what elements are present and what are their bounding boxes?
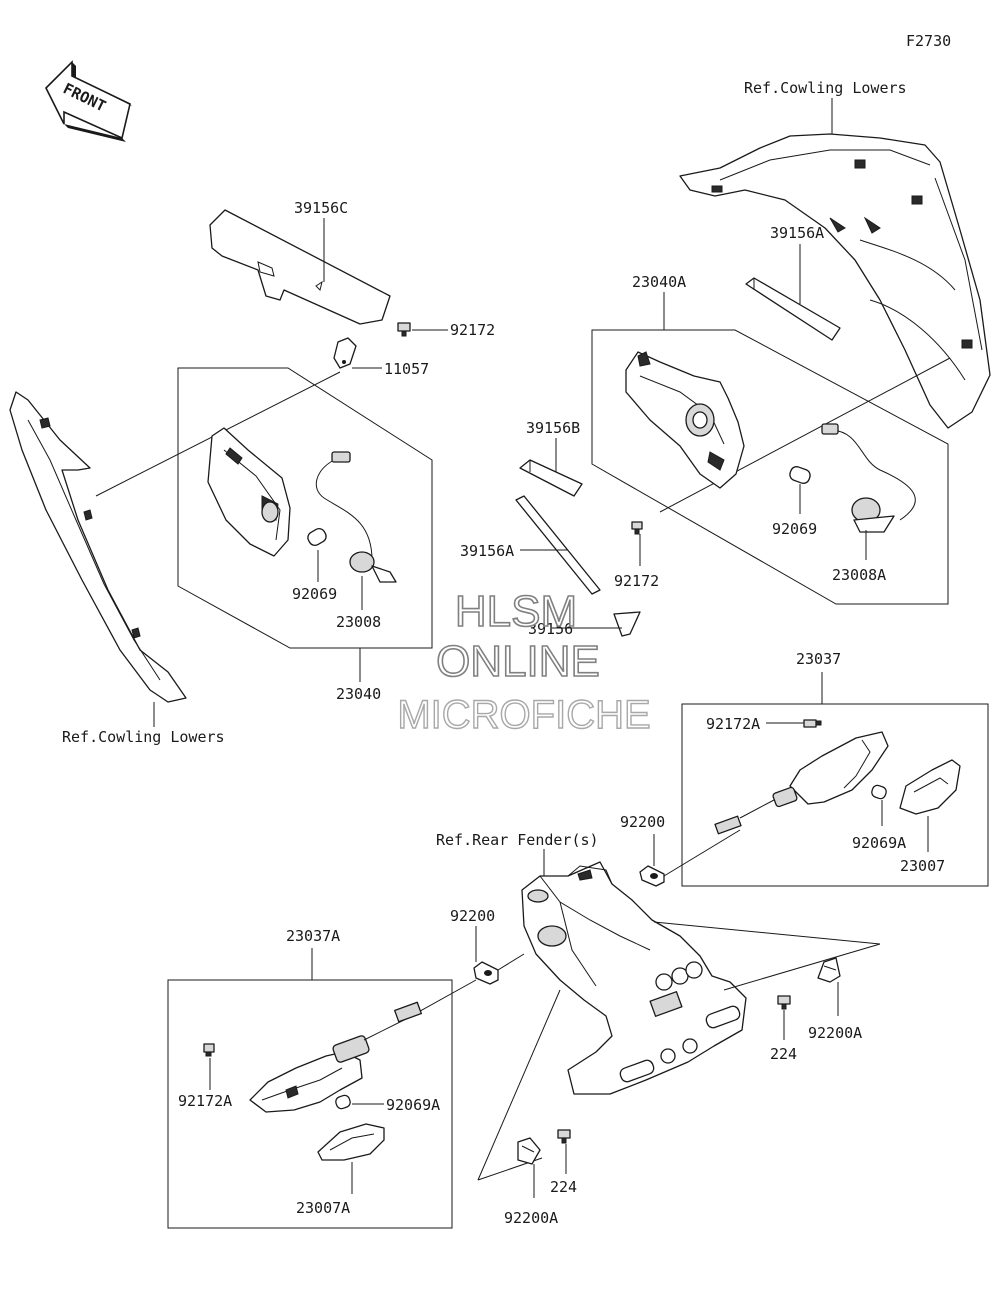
label-92200a-right: 92200A (808, 1024, 862, 1042)
screw-92172a-left (203, 1043, 215, 1057)
bulb-92069a-left (335, 1094, 351, 1110)
ref-cowling-lowers-left: Ref.Cowling Lowers (62, 728, 225, 746)
label-23007a: 23007A (296, 1199, 350, 1217)
rear-fender-bracket (521, 861, 747, 1095)
label-23037a: 23037A (286, 927, 340, 945)
label-23008a: 23008A (832, 566, 886, 584)
lens-23007a (317, 1123, 385, 1161)
bracket-11057 (333, 337, 357, 369)
pad-39156 (613, 611, 641, 637)
label-92069-right: 92069 (772, 520, 817, 538)
label-92200-right: 92200 (620, 813, 665, 831)
label-23007: 23007 (900, 857, 945, 875)
turn-signal-left (249, 1001, 422, 1113)
screw-224-right (777, 995, 791, 1010)
cowling-lower-right (679, 133, 991, 429)
bulb-92069-left (307, 527, 327, 547)
label-224-bottom: 224 (550, 1178, 577, 1196)
watermark-line1: HLSM (455, 587, 577, 636)
label-23037: 23037 (796, 650, 841, 668)
watermark-line3: MICROFICHE (397, 693, 650, 737)
label-39156a-right: 39156A (770, 224, 824, 242)
bulb-92069-right (789, 466, 811, 484)
screw-92172a-right (803, 719, 822, 728)
label-39156: 39156 (528, 620, 573, 638)
lens-23007 (899, 759, 961, 815)
label-92172a-right: 92172A (706, 715, 760, 733)
nut-92200a-right (817, 957, 841, 983)
diagram-code: F2730 (906, 32, 951, 50)
strip-39156a-long (515, 495, 601, 595)
watermark-line2: ONLINE (436, 637, 600, 686)
turn-signal-right (714, 731, 889, 835)
cowling-lower-left (9, 391, 187, 703)
label-92200a-bottom: 92200A (504, 1209, 558, 1227)
screw-92172-top (397, 322, 411, 337)
label-92069a-left: 92069A (386, 1096, 440, 1114)
screw-92172-mid (631, 521, 643, 535)
label-23040a: 23040A (632, 273, 686, 291)
grommet-92200-left (473, 961, 499, 985)
strip-39156b (519, 459, 583, 497)
label-92069a-right: 92069A (852, 834, 906, 852)
ref-cowling-lowers-right: Ref.Cowling Lowers (744, 79, 907, 97)
label-39156c: 39156C (294, 199, 348, 217)
strip-39156a-right (745, 277, 841, 341)
label-23040: 23040 (336, 685, 381, 703)
label-92172-top: 92172 (450, 321, 495, 339)
label-39156a-long: 39156A (460, 542, 514, 560)
screw-224-bottom (557, 1129, 571, 1144)
label-11057: 11057 (384, 360, 429, 378)
socket-23008a (821, 423, 916, 533)
grommet-92200-right (639, 865, 665, 887)
label-23008: 23008 (336, 613, 381, 631)
bulb-92069a-right (871, 784, 887, 800)
nut-92200a-bottom (517, 1137, 541, 1165)
label-92200-left: 92200 (450, 907, 495, 925)
front-arrow-icon: FRONT (45, 60, 132, 142)
ref-rear-fender: Ref.Rear Fender(s) (436, 831, 599, 849)
watermark: HLSM ONLINE MICROFICHE (397, 586, 652, 738)
label-92172-mid: 92172 (614, 572, 659, 590)
label-39156b: 39156B (526, 419, 580, 437)
label-92172a-left: 92172A (178, 1092, 232, 1110)
lamp-housing-left (207, 427, 291, 557)
lamp-housing-right (625, 351, 745, 489)
socket-23008 (315, 451, 397, 583)
label-92069-left: 92069 (292, 585, 337, 603)
label-224-right: 224 (770, 1045, 797, 1063)
pad-39156c (209, 209, 391, 325)
